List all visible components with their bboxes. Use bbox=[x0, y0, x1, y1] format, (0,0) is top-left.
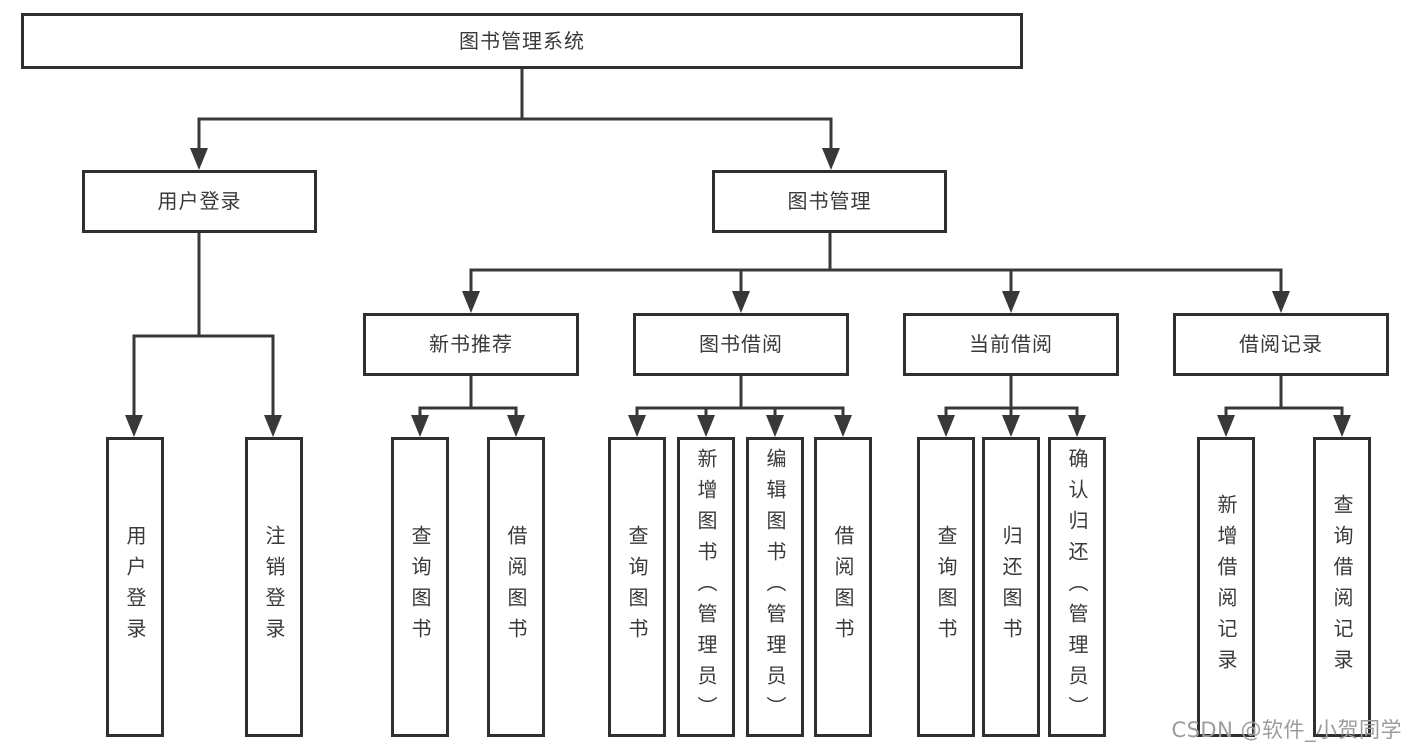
arrow-down-icon bbox=[190, 148, 208, 170]
arrow-down-icon bbox=[264, 415, 282, 437]
arrow-down-icon bbox=[507, 415, 525, 437]
csdn-watermark: CSDN @软件_小贺同学 bbox=[1171, 718, 1402, 742]
arrow-down-icon bbox=[1217, 415, 1235, 437]
leaf-query-books-current: 查询图书 bbox=[917, 437, 975, 737]
arrow-down-icon bbox=[937, 415, 955, 437]
leaf-confirm-return-admin: 确认归还（管理员） bbox=[1048, 437, 1106, 737]
arrow-down-icon bbox=[462, 291, 480, 313]
arrow-down-icon bbox=[125, 415, 143, 437]
arrow-down-icon bbox=[766, 415, 784, 437]
arrow-down-icon bbox=[1002, 415, 1020, 437]
leaf-logout: 注销登录 bbox=[245, 437, 303, 737]
arrow-down-icon bbox=[1068, 415, 1086, 437]
arrow-down-icon bbox=[822, 148, 840, 170]
arrow-down-icon bbox=[834, 415, 852, 437]
leaf-add-borrow-record: 新增借阅记录 bbox=[1197, 437, 1255, 737]
leaf-return-books: 归还图书 bbox=[982, 437, 1040, 737]
connector-path bbox=[132, 67, 1344, 419]
arrow-down-icon bbox=[697, 415, 715, 437]
leaf-query-borrow-record: 查询借阅记录 bbox=[1313, 437, 1371, 737]
leaf-edit-books-admin: 编辑图书（管理员） bbox=[746, 437, 804, 737]
node-user-login: 用户登录 bbox=[82, 170, 317, 233]
arrow-down-icon bbox=[732, 291, 750, 313]
leaf-query-books-borrowing: 查询图书 bbox=[608, 437, 666, 737]
leaf-query-books-recommend: 查询图书 bbox=[391, 437, 449, 737]
node-new-book-recommend: 新书推荐 bbox=[363, 313, 579, 376]
node-book-management: 图书管理 bbox=[712, 170, 947, 233]
arrow-down-icon bbox=[628, 415, 646, 437]
node-borrowing-records: 借阅记录 bbox=[1173, 313, 1389, 376]
leaf-add-books-admin: 新增图书（管理员） bbox=[677, 437, 735, 737]
node-current-borrowing: 当前借阅 bbox=[903, 313, 1119, 376]
arrow-down-icon bbox=[1002, 291, 1020, 313]
leaf-borrow-books-recommend: 借阅图书 bbox=[487, 437, 545, 737]
leaf-user-login: 用户登录 bbox=[106, 437, 164, 737]
leaf-borrow-books: 借阅图书 bbox=[814, 437, 872, 737]
arrow-down-icon bbox=[1333, 415, 1351, 437]
arrow-down-icon bbox=[411, 415, 429, 437]
node-book-borrowing: 图书借阅 bbox=[633, 313, 849, 376]
arrow-down-icon bbox=[1272, 291, 1290, 313]
node-root-library-system: 图书管理系统 bbox=[21, 13, 1023, 69]
